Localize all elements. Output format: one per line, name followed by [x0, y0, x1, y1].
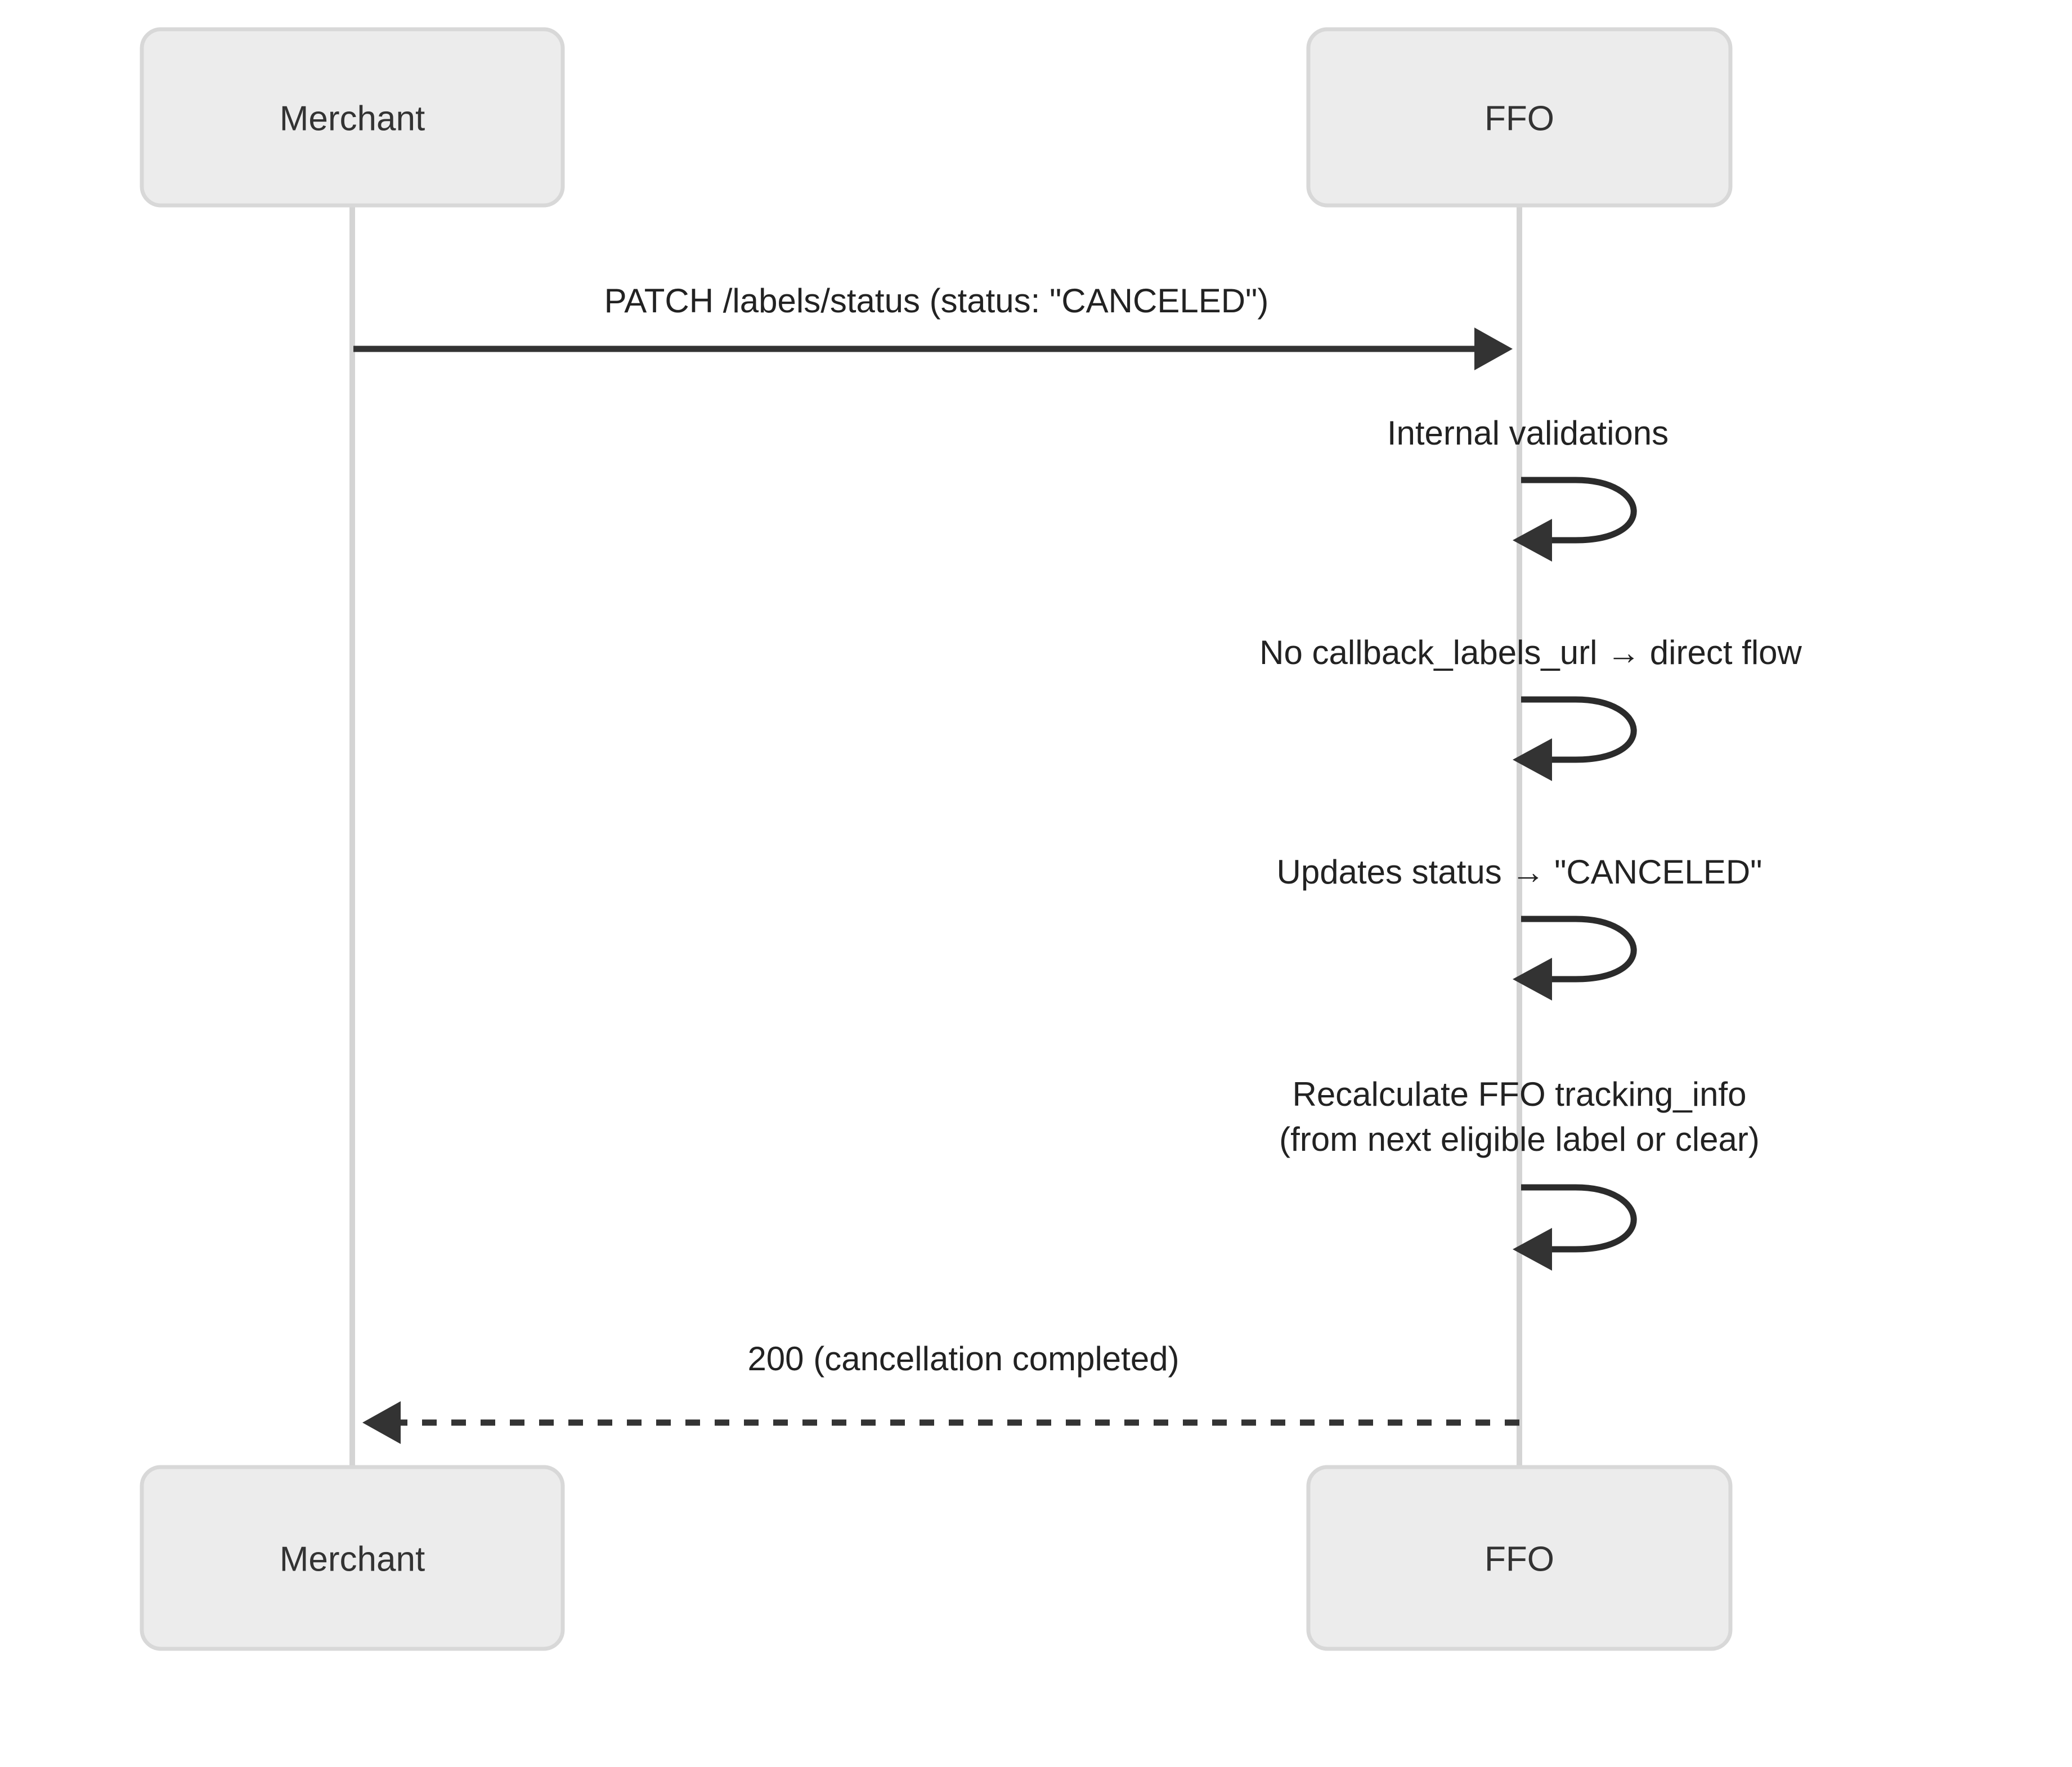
actor-box-rect [1306, 1465, 1733, 1651]
actor-box-rect [1306, 27, 1733, 208]
arrow-head-right-icon [1474, 328, 1513, 370]
self-message-internal-validations[interactable]: Internal validations [1387, 414, 1669, 562]
self-loop-path [1521, 1184, 1637, 1253]
arrow-head-left-icon [1513, 1228, 1552, 1271]
self-loop-path [1521, 696, 1637, 763]
arrow-head-left-icon [1513, 738, 1552, 781]
actor-box-rect [140, 27, 565, 208]
message-label-200-cancellation-completed: 200 (cancellation completed) [747, 1340, 1179, 1378]
arrow-head-left-icon [1513, 519, 1552, 562]
arrow-head-left-icon [1513, 958, 1552, 1001]
self-loop-path [1521, 477, 1637, 544]
actor-box-ffo-top[interactable]: FFO [1306, 27, 1733, 208]
message-label-patch-labels-status: PATCH /labels/status (status: "CANCELED"… [604, 282, 1269, 320]
actor-box-merchant-bottom[interactable]: Merchant [140, 1465, 565, 1651]
actor-label-merchant-top: Merchant [280, 99, 425, 138]
actor-box-rect [140, 1465, 565, 1651]
self-loop-path [1521, 916, 1637, 983]
arrow-head-left-icon [362, 1401, 401, 1444]
message-200-cancellation-completed[interactable]: 200 (cancellation completed) [362, 1340, 1519, 1444]
message-patch-labels-status[interactable]: PATCH /labels/status (status: "CANCELED"… [353, 282, 1513, 370]
actor-label-ffo-bottom: FFO [1485, 1540, 1554, 1578]
actor-box-ffo-bottom[interactable]: FFO [1306, 1465, 1733, 1651]
actor-label-ffo-top: FFO [1485, 99, 1554, 138]
actor-box-merchant-top[interactable]: Merchant [140, 27, 565, 208]
self-message-recalculate-tracking-info[interactable]: Recalculate FFO tracking_info (from next… [1279, 1075, 1760, 1271]
message-label-internal-validations: Internal validations [1387, 414, 1669, 452]
message-label-no-callback-url: No callback_labels_url → direct flow [1259, 634, 1802, 671]
actor-label-merchant-bottom: Merchant [280, 1540, 425, 1578]
message-label-recalculate-tracking-info-line2: (from next eligible label or clear) [1279, 1120, 1760, 1158]
message-label-updates-status: Updates status → "CANCELED" [1277, 853, 1762, 891]
self-message-updates-status[interactable]: Updates status → "CANCELED" [1277, 853, 1762, 1001]
message-label-recalculate-tracking-info-line1: Recalculate FFO tracking_info [1292, 1075, 1746, 1113]
self-message-no-callback-url[interactable]: No callback_labels_url → direct flow [1259, 634, 1802, 781]
